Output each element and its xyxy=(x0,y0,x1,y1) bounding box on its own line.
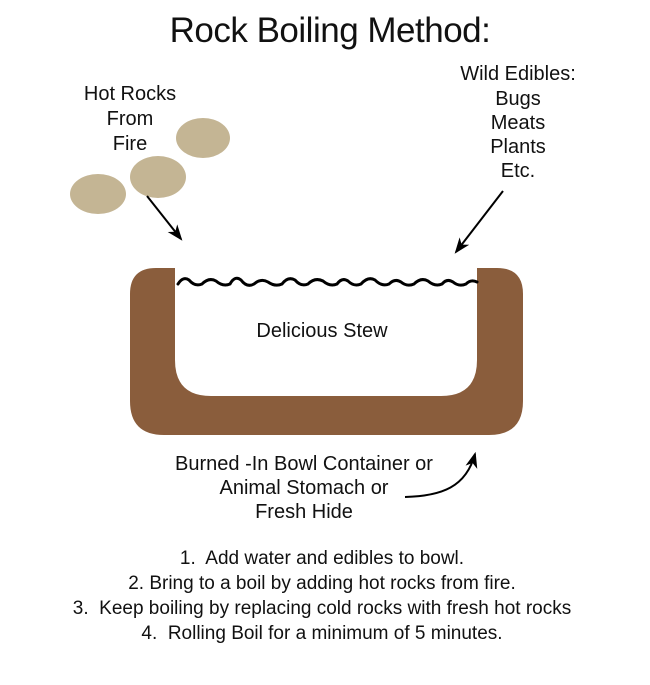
instruction-step: 1. Add water and edibles to bowl. xyxy=(180,548,464,569)
hot-rocks-arrow-icon xyxy=(146,195,183,241)
instructions-list: 1. Add water and edibles to bowl. 2. Bri… xyxy=(73,548,571,644)
hot-rocks-label-line: Fire xyxy=(113,133,147,155)
wild-edibles-arrow-icon xyxy=(454,190,504,254)
hot-rocks-label: Hot Rocks From Fire xyxy=(84,83,176,155)
stew-label: Delicious Stew xyxy=(256,320,388,342)
rock-icon xyxy=(176,118,230,158)
bowl-shape xyxy=(130,268,523,435)
instruction-step: 3. Keep boiling by replacing cold rocks … xyxy=(73,598,571,619)
wild-edibles-label-line: Wild Edibles: xyxy=(460,63,576,85)
rock-icon xyxy=(70,174,126,214)
container-label-line: Burned -In Bowl Container or xyxy=(175,453,433,475)
hot-rocks-group xyxy=(70,118,230,214)
wild-edibles-label: Wild Edibles: Bugs Meats Plants Etc. xyxy=(460,63,576,182)
wild-edibles-label-line: Etc. xyxy=(501,160,535,182)
wild-edibles-label-line: Bugs xyxy=(495,88,541,110)
container-label-line: Fresh Hide xyxy=(255,501,353,523)
water-surface-icon xyxy=(176,276,479,287)
instruction-step: 2. Bring to a boil by adding hot rocks f… xyxy=(128,573,516,594)
rock-icon xyxy=(130,156,186,198)
hot-rocks-label-line: From xyxy=(107,108,154,130)
page-title: Rock Boiling Method: xyxy=(170,11,491,50)
instruction-step: 4. Rolling Boil for a minimum of 5 minut… xyxy=(141,623,502,644)
wild-edibles-label-line: Plants xyxy=(490,136,546,158)
container-label: Burned -In Bowl Container or Animal Stom… xyxy=(175,453,433,523)
wild-edibles-label-line: Meats xyxy=(491,112,545,134)
container-label-line: Animal Stomach or xyxy=(220,477,389,499)
hot-rocks-label-line: Hot Rocks xyxy=(84,83,176,105)
container-arrow-icon xyxy=(404,451,478,498)
